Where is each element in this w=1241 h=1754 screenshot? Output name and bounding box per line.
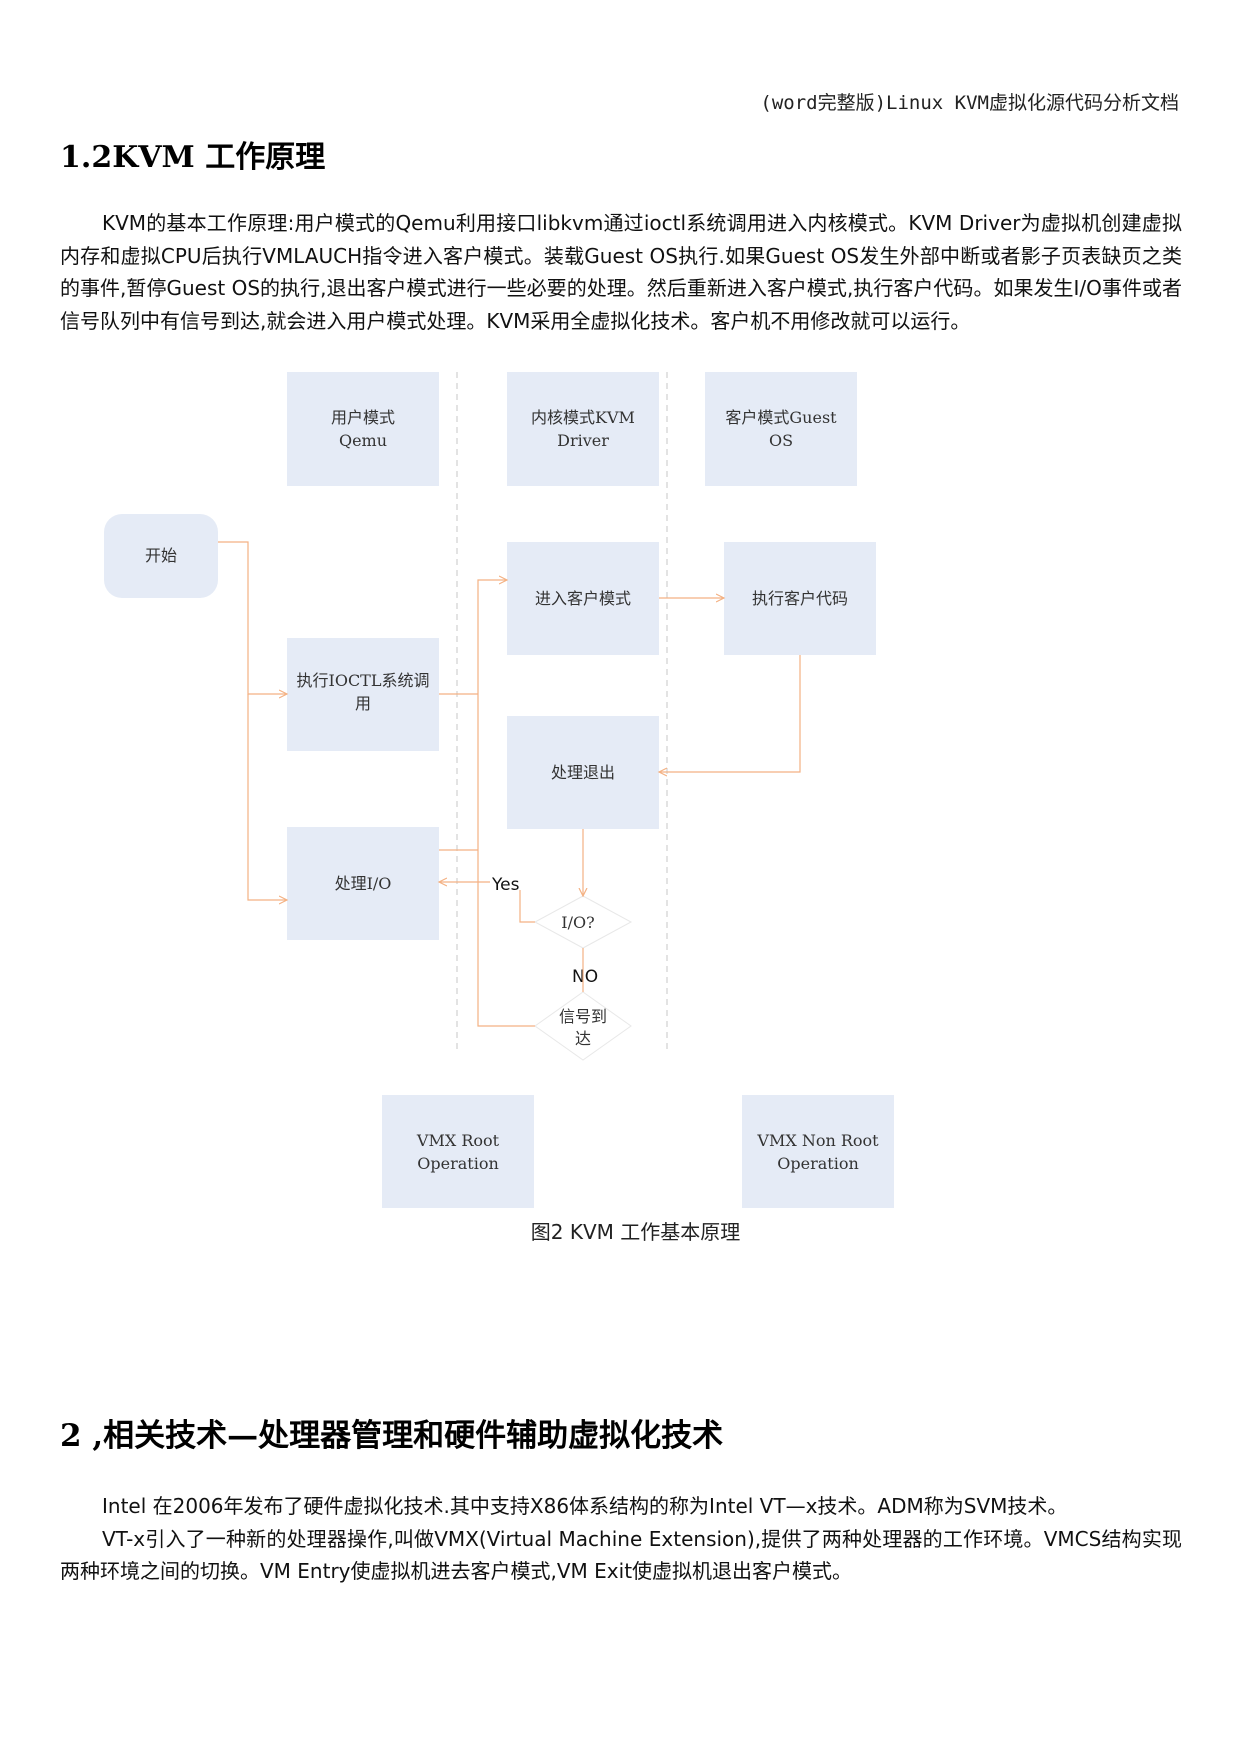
enter-guest-mode-box: 进入客户模式 (507, 542, 659, 655)
section-2-para-2: VT-x引入了一种新的处理器操作,叫做VMX(Virtual Machine E… (60, 1526, 1182, 1584)
line-yes-branch (519, 890, 535, 923)
arrow-start-to-io (247, 694, 287, 900)
handle-exit-label: 处理退出 (551, 763, 615, 782)
line-signal-back (477, 694, 535, 1027)
header-user-line2: Qemu (339, 431, 387, 450)
ioctl-line2: 用 (355, 694, 371, 713)
page-header: (word完整版)Linux KVM虚拟化源代码分析文档 (760, 92, 1179, 114)
signal-line2: 达 (575, 1029, 591, 1048)
vmx-nonroot-line1: VMX Non Root (756, 1131, 879, 1150)
header-kernel-line2: Driver (557, 431, 609, 450)
header-box-user-mode: 用户模式 Qemu (287, 372, 439, 486)
header-kernel-line1: 内核模式KVM (531, 408, 635, 427)
start-label: 开始 (145, 546, 177, 565)
vmx-nonroot-box: VMX Non Root Operation (742, 1095, 894, 1208)
kvm-flow-diagram: 用户模式 Qemu 内核模式KVM Driver 客户模式Guest OS 开始… (104, 372, 894, 1208)
header-box-kernel-mode: 内核模式KVM Driver (507, 372, 659, 486)
io-decision-diamond: I/O? (533, 895, 633, 949)
handle-io-box: 处理I/O (287, 827, 439, 940)
ioctl-line1: 执行IOCTL系统调 (297, 671, 430, 690)
arrow-exec-to-exit (659, 655, 801, 772)
vmx-root-line1: VMX Root (416, 1131, 500, 1150)
section-2-para-1: Intel 在2006年发布了硬件虚拟化技术.其中支持X86体系结构的称为Int… (102, 1494, 1068, 1518)
enter-guest-label: 进入客户模式 (535, 589, 631, 608)
start-node: 开始 (104, 514, 218, 598)
handle-exit-box: 处理退出 (507, 716, 659, 829)
section-1-text: KVM的基本工作原理:用户模式的Qemu利用接口libkvm通过ioctl系统调… (60, 211, 1182, 333)
header-box-guest-mode: 客户模式Guest OS (705, 372, 857, 486)
signal-decision-diamond: 信号到 达 (534, 991, 632, 1061)
figure-caption: 图2 KVM 工作基本原理 (530, 1220, 741, 1244)
no-label: NO (572, 967, 598, 987)
yes-label: Yes (491, 875, 520, 895)
section-2-paragraphs: Intel 在2006年发布了硬件虚拟化技术.其中支持X86体系结构的称为Int… (60, 1490, 1182, 1588)
io-decision-label: I/O? (561, 913, 594, 932)
handle-io-label: 处理I/O (335, 874, 392, 893)
header-user-line1: 用户模式 (331, 408, 395, 427)
ioctl-box: 执行IOCTL系统调 用 (287, 638, 439, 751)
exec-guest-label: 执行客户代码 (752, 589, 848, 608)
header-guest-line1: 客户模式Guest (725, 408, 837, 427)
vmx-root-line2: Operation (417, 1154, 499, 1173)
arrow-to-enter-guest (477, 580, 507, 694)
header-guest-line2: OS (769, 431, 793, 450)
arrow-start-to-ioctl (218, 541, 287, 694)
section-1-paragraph: KVM的基本工作原理:用户模式的Qemu利用接口libkvm通过ioctl系统调… (60, 207, 1182, 337)
vmx-root-box: VMX Root Operation (382, 1095, 534, 1208)
vmx-nonroot-line2: Operation (777, 1154, 859, 1173)
section-1-title: 1.2KVM 工作原理 (60, 140, 326, 175)
signal-line1: 信号到 (559, 1007, 607, 1026)
section-2-title: 2 ,相关技术—处理器管理和硬件辅助虚拟化技术 (60, 1418, 724, 1454)
exec-guest-code-box: 执行客户代码 (724, 542, 876, 655)
